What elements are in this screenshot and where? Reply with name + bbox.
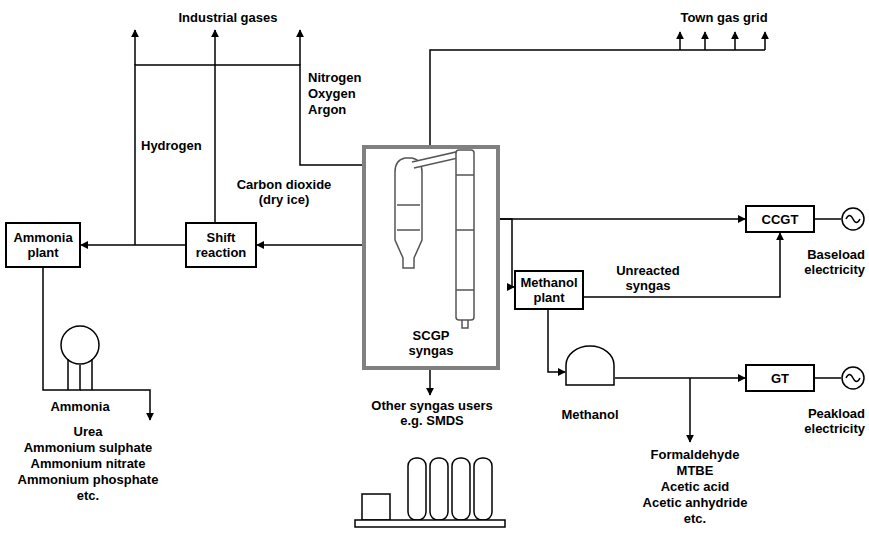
- flow-connector: [81, 244, 185, 246]
- flow-connector: [815, 218, 841, 220]
- storage-tank: Methanol: [565, 345, 615, 385]
- process-box: Ammonia plant: [5, 222, 81, 268]
- product-name: Urea: [8, 424, 168, 439]
- flow-connector: [257, 244, 362, 246]
- process-box: Methanol plant: [514, 270, 584, 310]
- product-name: Formaldehyde: [630, 447, 760, 462]
- shape-outline: [60, 325, 100, 365]
- node-text: Ammonia: [50, 399, 109, 414]
- shape-outline: [841, 366, 865, 390]
- generator-symbol: Baseload electricity: [841, 207, 865, 231]
- tank-legs: [68, 359, 92, 390]
- industrial-gas-lines: [135, 30, 362, 245]
- flow-connector: [500, 219, 514, 287]
- node-text: Methanol plant: [520, 275, 577, 305]
- generator-circle: [842, 367, 864, 389]
- flow-connector: [548, 310, 565, 372]
- node-text: Peakload electricity: [787, 406, 865, 436]
- sine-wave: [846, 375, 860, 382]
- gasifier-box: SCGP syngas: [362, 145, 500, 370]
- power-box: CCGT: [745, 205, 815, 233]
- gas-name: Argon: [308, 102, 362, 117]
- storage-tank: Ammonia: [60, 325, 100, 365]
- node-text: GT: [771, 371, 789, 386]
- stream-label: Hydrogen: [141, 138, 213, 153]
- tank-body: [61, 326, 99, 364]
- product-name: etc.: [630, 511, 760, 526]
- flow-connector: [500, 218, 745, 220]
- product-name: Ammonium sulphate: [8, 440, 168, 455]
- product-name: Ammonium phosphate: [8, 472, 168, 487]
- flow-connector: [815, 377, 841, 379]
- sine-wave: [846, 216, 860, 223]
- gasifier-illustration: [395, 150, 474, 328]
- product-name: etc.: [8, 488, 168, 503]
- flow-connector: [615, 377, 745, 379]
- output-label: Other syngas users e.g. SMDS: [366, 398, 498, 428]
- node-text: Ammonia plant: [12, 230, 74, 260]
- generator-symbol: Peakload electricity: [841, 366, 865, 390]
- generator-circle: [842, 208, 864, 230]
- town-gas-lines: [430, 32, 765, 145]
- shape-outline: [565, 345, 615, 385]
- power-box: GT: [745, 364, 815, 392]
- product-name: Acetic acid: [630, 479, 760, 494]
- process-box: Shift reaction: [185, 222, 257, 268]
- gas-name: Nitrogen: [308, 70, 362, 85]
- product-name: MTBE: [630, 463, 760, 478]
- product-name: Ammonium nitrate: [8, 456, 168, 471]
- flow-connector: [584, 233, 780, 297]
- other-users-illustration: [355, 458, 505, 527]
- node-text: CCGT: [762, 212, 799, 227]
- node-text: Baseload electricity: [787, 247, 865, 277]
- output-label: Industrial gases: [163, 10, 293, 25]
- shape-outline: [841, 207, 865, 231]
- output-label: Town gas grid: [668, 10, 780, 25]
- gas-name: Oxygen: [308, 86, 362, 101]
- tank-body: [566, 346, 614, 385]
- node-text: Methanol: [561, 407, 618, 422]
- node-text: Shift reaction: [192, 230, 250, 260]
- stream-label: Carbon dioxide (dry ice): [226, 177, 342, 207]
- product-name: Acetic anhydride: [630, 495, 760, 510]
- edge-label: Unreacted syngas: [606, 263, 690, 293]
- node-text: SCGP syngas: [396, 328, 466, 358]
